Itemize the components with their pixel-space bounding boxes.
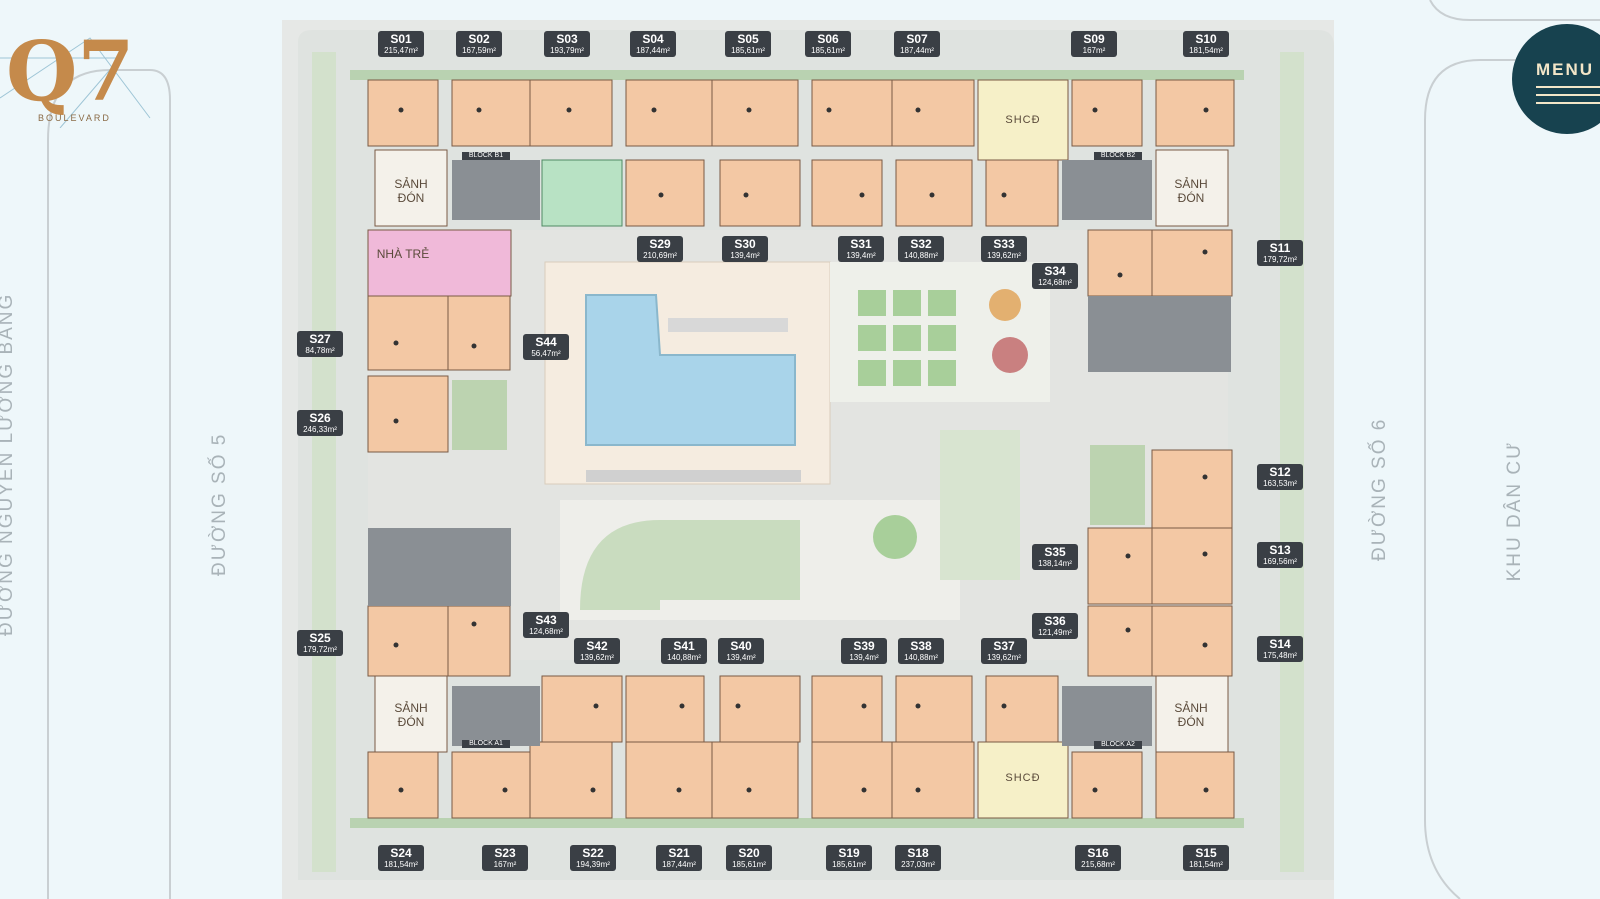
logo-text: Q7 — [6, 24, 135, 120]
block-b2-label: BLOCK B2 — [1094, 152, 1142, 161]
menu-hamburger-icon — [1536, 86, 1600, 88]
block-a1-label: BLOCK A1 — [462, 740, 510, 749]
block-a2-label: BLOCK A2 — [1094, 741, 1142, 750]
nursery-label: NHÀ TRẺ — [376, 247, 430, 261]
block-b1-label: BLOCK B1 — [462, 152, 510, 161]
street-right: ĐƯỜNG SỐ 6 — [1369, 417, 1390, 561]
menu-button[interactable]: MENU — [1512, 24, 1600, 134]
street-far-right: KHU DÂN CƯ — [1504, 440, 1525, 582]
lobby-a2-label: SẢNH ĐÓN — [1174, 701, 1208, 729]
q7-logo[interactable]: Q7 BOULEVARD — [0, 18, 185, 129]
street-left: ĐƯỜNG NGUYỄN LƯƠNG BẰNG — [0, 293, 17, 636]
shcd-bottom-label: SHCĐ — [1005, 772, 1041, 784]
lobby-b2-label: SẢNH ĐÓN — [1174, 177, 1208, 205]
lobby-b1-label: SẢNH ĐÓN — [394, 177, 428, 205]
svg-text:BOULEVARD: BOULEVARD — [38, 113, 111, 123]
street-inner-left: ĐƯỜNG SỐ 5 — [209, 432, 230, 576]
menu-label: MENU — [1536, 60, 1595, 79]
lobby-a1-label: SẢNH ĐÓN — [394, 701, 428, 729]
shcd-top-label: SHCĐ — [1005, 114, 1041, 126]
